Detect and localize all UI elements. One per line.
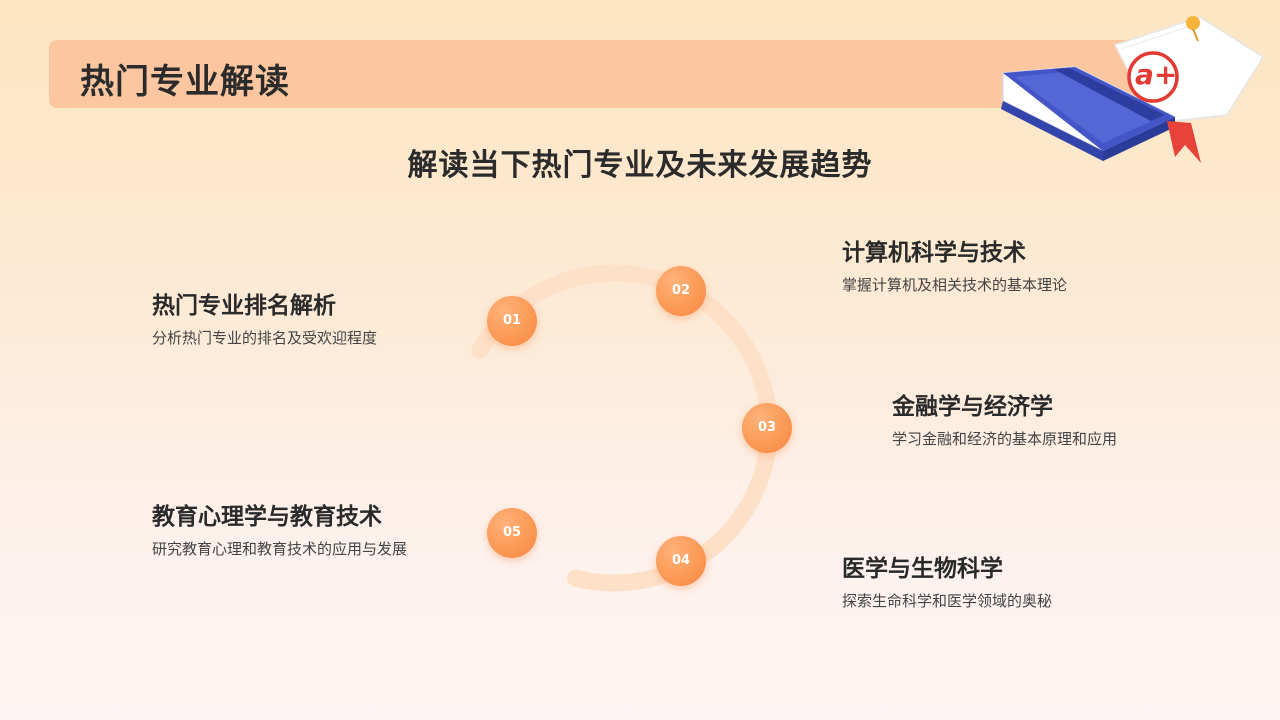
item-5-desc: 研究教育心理和教育技术的应用与发展 <box>152 540 408 558</box>
step-node-04: 04 <box>656 536 706 586</box>
item-5-title: 教育心理学与教育技术 <box>152 504 382 530</box>
step-node-01: 01 <box>487 296 537 346</box>
item-4-desc: 探索生命科学和医学领域的奥秘 <box>842 592 1053 610</box>
item-1-desc: 分析热门专业的排名及受欢迎程度 <box>152 329 378 347</box>
book-with-a-plus-paper-icon <box>1001 16 1265 163</box>
item-4-title: 医学与生物科学 <box>842 556 1003 582</box>
step-node-03: 03 <box>742 403 792 453</box>
item-2-title: 计算机科学与技术 <box>842 240 1026 266</box>
item-3-title: 金融学与经济学 <box>892 394 1053 420</box>
step-node-05: 05 <box>487 508 537 558</box>
grade-mark: a+ <box>1135 58 1178 91</box>
item-1-title: 热门专业排名解析 <box>152 293 336 319</box>
item-3-desc: 学习金融和经济的基本原理和应用 <box>892 430 1118 448</box>
page-title: 热门专业解读 <box>80 62 290 102</box>
step-node-02: 02 <box>656 266 706 316</box>
page-subtitle: 解读当下热门专业及未来发展趋势 <box>407 148 873 183</box>
item-2-desc: 掌握计算机及相关技术的基本理论 <box>842 276 1068 294</box>
